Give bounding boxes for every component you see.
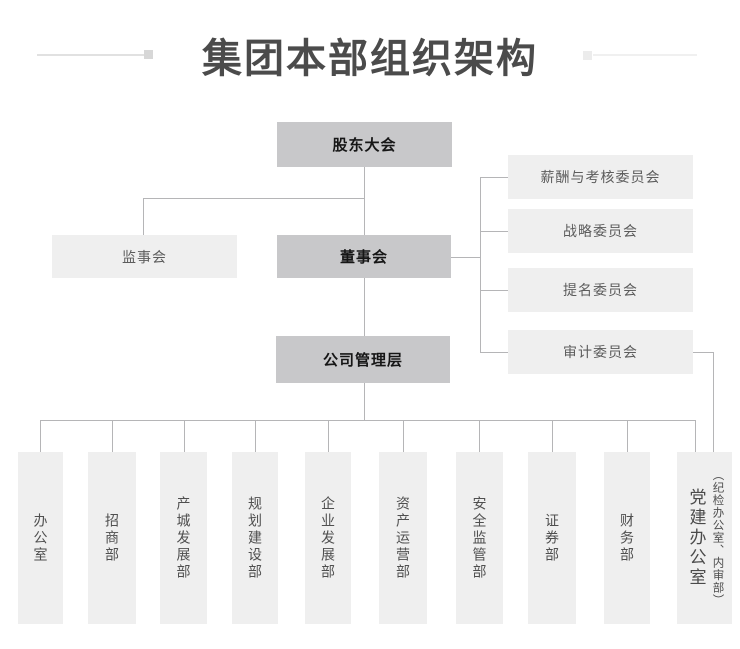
node-dept-industry-city-development-label: 产城发展部 bbox=[175, 495, 192, 581]
node-audit-committee: 审计委员会 bbox=[508, 330, 693, 374]
node-shareholders-meeting-label: 股东大会 bbox=[332, 137, 397, 154]
connector-committee-4-stub bbox=[480, 352, 508, 353]
connector-committee-1-stub bbox=[480, 177, 508, 178]
connector-dept-stub-10 bbox=[695, 421, 696, 452]
node-dept-safety-supervision: 安全监管部 bbox=[456, 452, 503, 624]
connector-dept-stub-3 bbox=[184, 421, 185, 452]
node-audit-committee-label: 审计委员会 bbox=[563, 344, 638, 360]
connector-dept-stub-1 bbox=[40, 421, 41, 452]
connector-dept-distribution-line bbox=[40, 420, 696, 421]
connector-branch-to-supervisory bbox=[143, 198, 364, 199]
node-board-of-directors: 董事会 bbox=[277, 235, 451, 278]
node-dept-finance-label: 财务部 bbox=[619, 512, 635, 564]
node-dept-planning-construction: 规划建设部 bbox=[232, 452, 278, 624]
node-dept-securities: 证券部 bbox=[528, 452, 576, 624]
node-nomination-committee: 提名委员会 bbox=[508, 268, 693, 312]
node-nomination-committee-label: 提名委员会 bbox=[563, 282, 638, 298]
node-dept-industry-city-development: 产城发展部 bbox=[160, 452, 207, 624]
connector-shareholders-to-board bbox=[364, 167, 365, 235]
connector-dept-stub-6 bbox=[403, 421, 404, 452]
connector-audit-to-party-horizontal bbox=[693, 352, 713, 353]
node-dept-finance: 财务部 bbox=[604, 452, 650, 624]
connector-dept-stub-9 bbox=[627, 421, 628, 452]
node-strategy-committee-label: 战略委员会 bbox=[563, 223, 638, 239]
node-remuneration-appraisal-committee: 薪酬与考核委员会 bbox=[508, 155, 693, 199]
node-dept-enterprise-development-label: 企业发展部 bbox=[320, 495, 336, 581]
connector-dept-stub-5 bbox=[328, 421, 329, 452]
connector-committee-3-stub bbox=[480, 290, 508, 291]
node-strategy-committee: 战略委员会 bbox=[508, 209, 693, 253]
connector-committee-2-stub bbox=[480, 231, 508, 232]
node-supervisory-board-label: 监事会 bbox=[122, 248, 167, 265]
connector-committee-spine bbox=[480, 177, 481, 353]
connector-supervisory-drop bbox=[143, 198, 144, 235]
title-decoration-line-left bbox=[37, 54, 145, 56]
node-dept-investment-promotion-label: 招商部 bbox=[104, 512, 120, 564]
node-shareholders-meeting: 股东大会 bbox=[277, 122, 452, 167]
connector-board-to-committee-spine bbox=[451, 257, 480, 258]
connector-dept-stub-4 bbox=[255, 421, 256, 452]
node-company-management: 公司管理层 bbox=[276, 336, 450, 383]
connector-board-to-management bbox=[364, 278, 365, 336]
node-company-management-label: 公司管理层 bbox=[322, 352, 403, 369]
node-dept-safety-supervision-label: 安全监管部 bbox=[471, 495, 488, 581]
party-office-sub-label: （纪检办公室、内审部） bbox=[711, 469, 724, 607]
connector-management-to-dept-line bbox=[364, 383, 365, 421]
node-dept-general-office: 办公室 bbox=[18, 452, 63, 624]
connector-audit-to-party-vertical bbox=[713, 352, 714, 452]
node-dept-general-office-label: 办公室 bbox=[32, 512, 49, 564]
node-dept-enterprise-development: 企业发展部 bbox=[305, 452, 351, 624]
node-dept-planning-construction-label: 规划建设部 bbox=[247, 495, 263, 581]
party-office-main-label: 党建办公室 bbox=[686, 488, 706, 588]
node-dept-securities-label: 证券部 bbox=[544, 512, 560, 564]
connector-dept-stub-7 bbox=[479, 421, 480, 452]
node-dept-asset-operation-label: 资产运营部 bbox=[395, 495, 411, 581]
party-office-text: 党建办公室 （纪检办公室、内审部） bbox=[684, 469, 726, 607]
title-decoration-square-left bbox=[144, 50, 153, 59]
connector-dept-stub-2 bbox=[112, 421, 113, 452]
connector-dept-stub-8 bbox=[552, 421, 553, 452]
page-title: 集团本部组织架构 bbox=[202, 37, 538, 81]
node-dept-party-building-office: 党建办公室 （纪检办公室、内审部） bbox=[677, 452, 732, 624]
title-decoration-square-right bbox=[583, 51, 592, 60]
node-dept-investment-promotion: 招商部 bbox=[88, 452, 136, 624]
node-board-of-directors-label: 董事会 bbox=[339, 249, 388, 266]
node-dept-asset-operation: 资产运营部 bbox=[379, 452, 427, 624]
node-remuneration-appraisal-committee-label: 薪酬与考核委员会 bbox=[540, 169, 661, 185]
title-decoration-line-right bbox=[593, 54, 697, 56]
node-supervisory-board: 监事会 bbox=[52, 235, 237, 278]
